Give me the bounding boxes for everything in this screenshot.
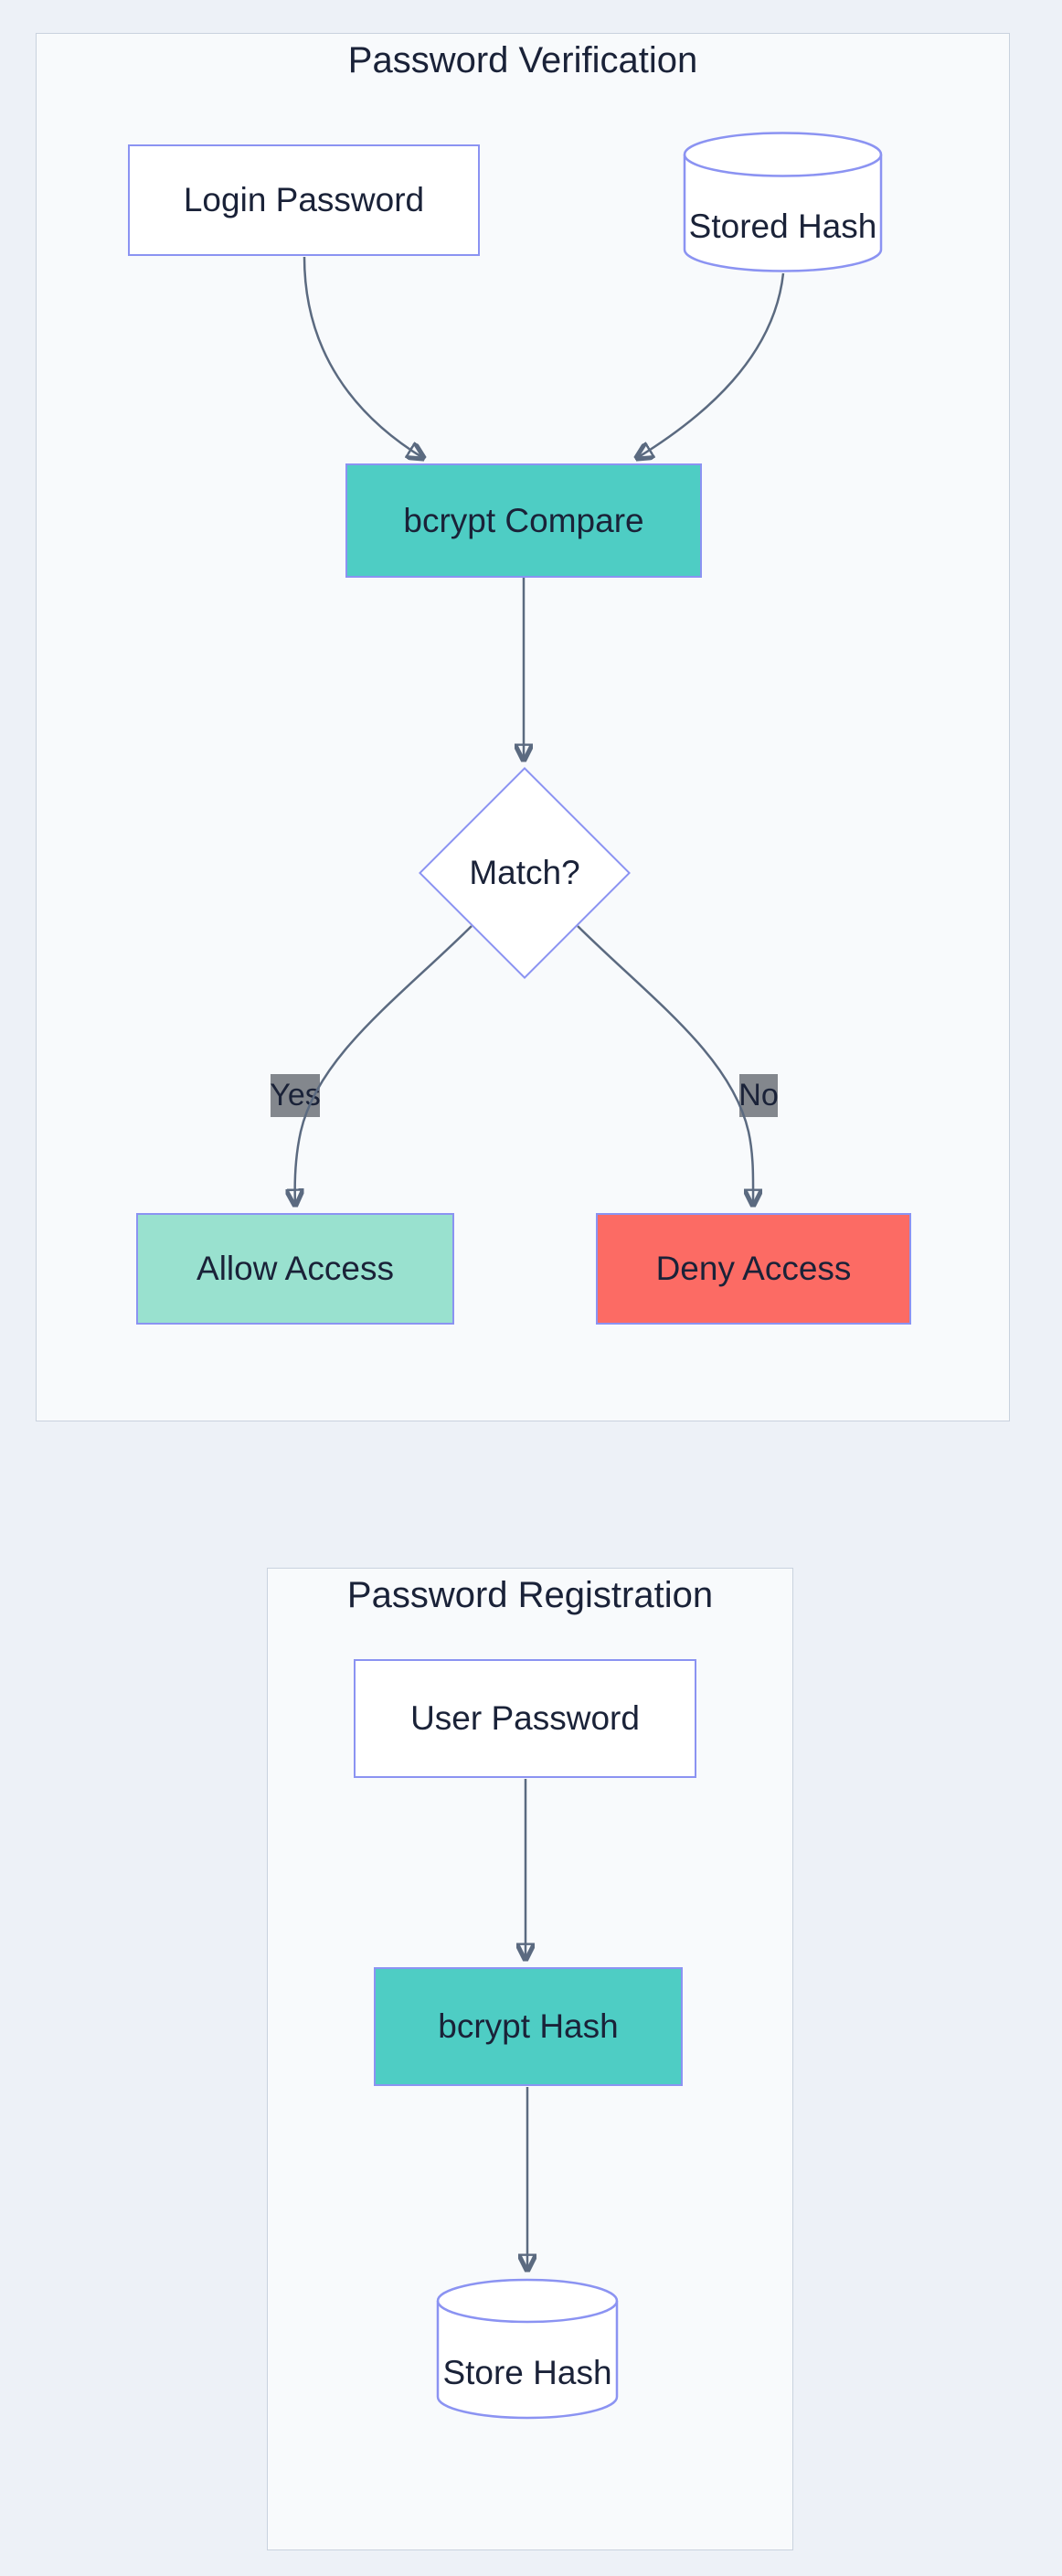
database-cylinder-icon — [683, 132, 883, 272]
node-store-hash-label: Store Hash — [442, 2353, 612, 2391]
node-bcrypt-hash-label: bcrypt Hash — [438, 2007, 619, 2045]
node-user-password: User Password — [354, 1659, 696, 1778]
node-deny-access-label: Deny Access — [655, 1250, 852, 1287]
node-store-hash: Store Hash — [436, 2278, 619, 2420]
node-bcrypt-compare-label: bcrypt Compare — [403, 501, 644, 539]
node-bcrypt-hash: bcrypt Hash — [374, 1967, 683, 2086]
node-match: Match? — [419, 767, 631, 979]
node-allow-access: Allow Access — [136, 1213, 454, 1325]
node-user-password-label: User Password — [410, 1699, 640, 1737]
node-login-password-label: Login Password — [183, 181, 425, 218]
subgraph-title-verification: Password Verification — [347, 40, 698, 80]
node-match-label: Match? — [469, 854, 580, 891]
edge-label-yes-text: Yes — [270, 1078, 321, 1112]
node-login-password: Login Password — [128, 144, 480, 256]
edge-label-no: No — [738, 1074, 779, 1117]
edge-label-yes: Yes — [270, 1074, 321, 1117]
subgraph-title-registration: Password Registration — [346, 1575, 714, 1615]
edge-label-no-text: No — [738, 1078, 779, 1112]
node-bcrypt-compare: bcrypt Compare — [345, 463, 702, 578]
node-stored-hash-label: Stored Hash — [688, 207, 877, 245]
node-allow-access-label: Allow Access — [196, 1250, 394, 1287]
node-deny-access: Deny Access — [596, 1213, 911, 1325]
database-cylinder-icon — [436, 2278, 619, 2420]
node-stored-hash: Stored Hash — [683, 131, 883, 273]
